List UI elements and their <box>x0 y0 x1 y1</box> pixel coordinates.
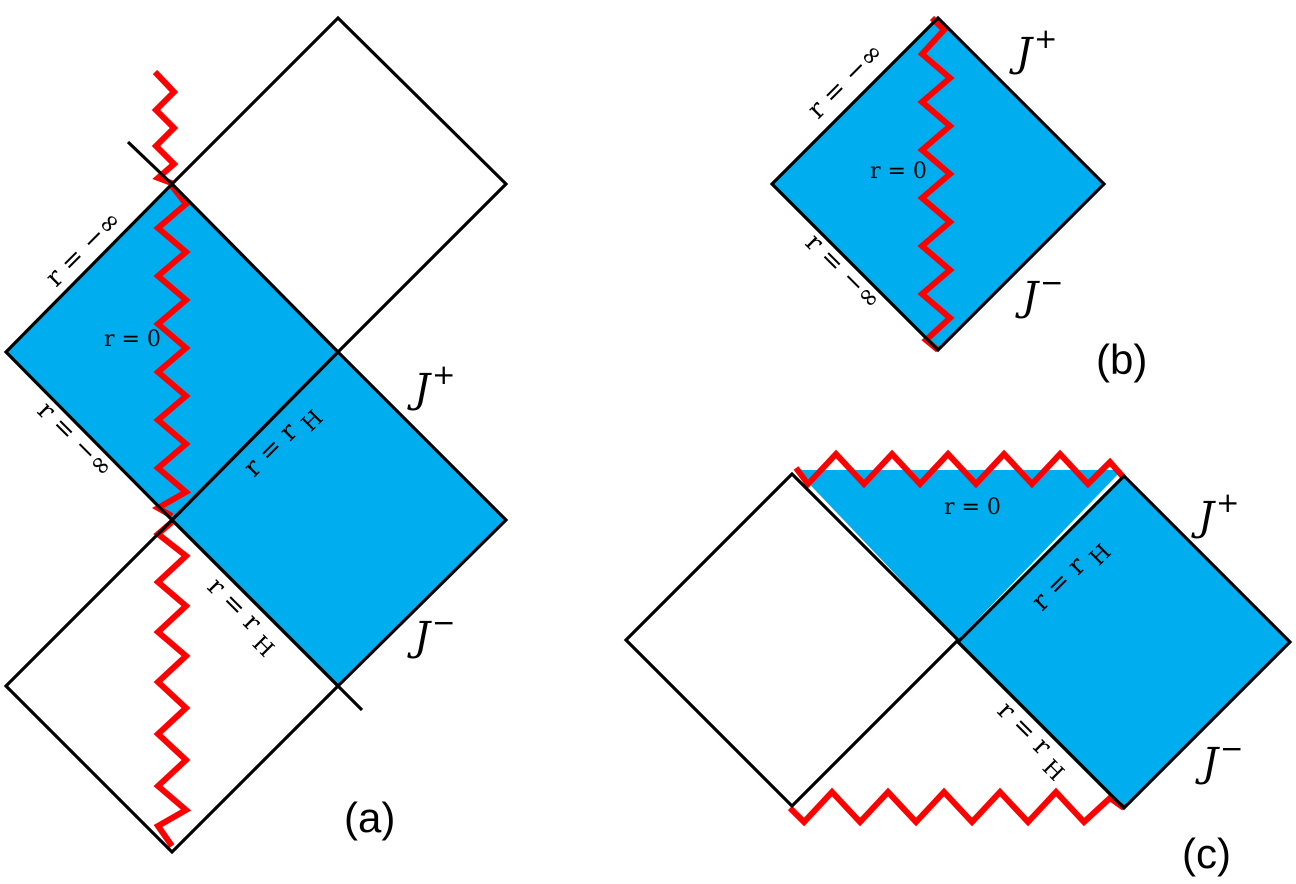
diagram-b-diamond <box>769 15 1107 353</box>
svg-text:+: + <box>1034 22 1057 55</box>
diagram-a-r0-label: r = 0 <box>104 327 161 352</box>
diagram-b-scri-minus-label: Ј − <box>1015 266 1063 320</box>
diagram-a: r = 0 r = −∞ r = −∞ r = r H r = r H Ј + … <box>3 15 509 855</box>
diagram-b: r = 0 r = −∞ r = −∞ Ј + Ј − (b) <box>769 15 1147 383</box>
svg-text:H: H <box>1037 755 1068 786</box>
diagram-b-caption: (b) <box>1096 336 1147 383</box>
svg-text:−: − <box>432 606 455 639</box>
diagram-a-bottom-diamond <box>3 517 341 855</box>
svg-text:Ј: Ј <box>1009 30 1034 76</box>
diagram-a-scri-minus-label: Ј − <box>407 606 455 660</box>
diagram-b-scri-plus-label: Ј + <box>1009 22 1057 76</box>
diagram-c-r0-label: r = 0 <box>944 495 1001 520</box>
svg-text:Ј: Ј <box>1191 494 1216 540</box>
diagram-a-scri-plus-label: Ј + <box>407 358 455 412</box>
diagram-a-caption: (a) <box>344 794 395 841</box>
diagram-a-extension-bottom <box>336 684 364 712</box>
diagram-c-left-diamond <box>623 471 961 809</box>
svg-text:+: + <box>432 358 455 391</box>
svg-text:+: + <box>1216 486 1239 519</box>
diagram-c-singularity-bottom <box>787 787 1126 827</box>
diagram-c-singularity-top <box>793 449 1127 489</box>
diagram-c-lower-horizon <box>956 640 1126 810</box>
svg-text:Ј: Ј <box>407 366 432 412</box>
diagram-c-top-region <box>796 470 1122 640</box>
diagram-c-caption: (c) <box>1182 830 1231 877</box>
svg-text:Ј: Ј <box>1195 740 1220 786</box>
diagram-b-singularity <box>917 15 955 353</box>
diagram-a-singularity-middle <box>151 184 192 519</box>
svg-text:−: − <box>1220 732 1243 765</box>
svg-text:−: − <box>1040 266 1063 299</box>
diagram-c-scri-minus-label: Ј − <box>1195 732 1243 786</box>
diagram-a-singularity-top <box>151 69 179 187</box>
diagram-a-extension-top <box>126 140 174 186</box>
diagram-b-r0-label: r = 0 <box>870 159 927 184</box>
svg-text:Ј: Ј <box>407 614 432 660</box>
diagram-a-singularity-bottom <box>153 519 192 848</box>
svg-text:Ј: Ј <box>1015 274 1040 320</box>
diagram-c: r = 0 r = r H r = r H Ј + Ј − (c) <box>623 449 1293 877</box>
svg-text:H: H <box>247 631 278 662</box>
diagram-c-scri-plus-label: Ј + <box>1191 486 1239 540</box>
